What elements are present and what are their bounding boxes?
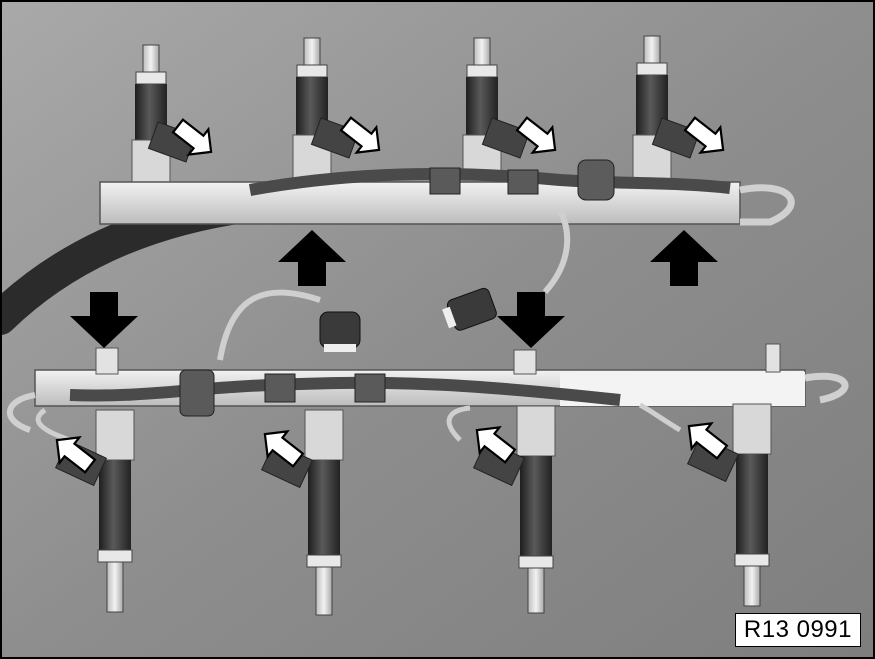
harness-plug [442,287,497,331]
upper-injector [632,35,672,181]
harness-plug [319,311,361,352]
upper-fuel-rail [99,35,795,331]
lower-wiring-harness [69,376,621,406]
lower-injector [732,403,772,607]
lower-fuel-rail [7,289,849,616]
figure-reference-label: R13 0991 [734,613,861,647]
upper-wiring-harness [248,168,731,196]
lower-injector [304,409,344,616]
lower-injector [516,405,556,614]
lower-injector [95,409,135,613]
